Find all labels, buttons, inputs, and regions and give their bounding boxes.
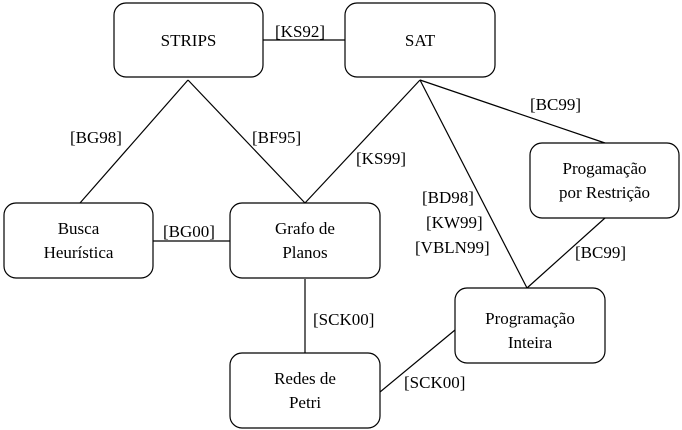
node-sat: SAT <box>344 2 496 78</box>
edge-label-ks99: [KS99] <box>356 149 406 168</box>
edge-restricao-inteira <box>526 217 606 289</box>
node-busca-heuristica: Busca Heurística <box>3 202 154 279</box>
edge-label-vbln99: [VBLN99] <box>415 238 490 257</box>
edge-label-bg98: [BG98] <box>70 128 122 147</box>
node-box <box>454 287 606 364</box>
node-programacao-inteira: Programação Inteira <box>454 287 606 364</box>
edge-label-bc99-top: [BC99] <box>530 95 581 114</box>
node-label-line-2: Petri <box>289 393 321 412</box>
edge-label-bf95: [BF95] <box>252 128 301 147</box>
node-box <box>229 352 381 429</box>
edge-labels: [KS92] [BG98] [BF95] [KS99] [BC99] [BD98… <box>70 22 626 392</box>
edge-label-ks92: [KS92] <box>275 22 325 41</box>
node-box <box>3 202 154 279</box>
node-label-line-1: Grafo de <box>275 219 335 238</box>
edges <box>79 39 606 393</box>
node-label-line-1: Progamação <box>562 159 646 178</box>
edge-strips-busca <box>79 79 189 204</box>
node-redes-de-petri: Redes de Petri <box>229 352 381 429</box>
node-label-line-2: Heurística <box>44 243 114 262</box>
edge-inteira-petri <box>379 329 456 393</box>
edge-label-sck00-left: [SCK00] <box>313 310 374 329</box>
node-label: SAT <box>405 31 436 50</box>
node-box <box>344 2 496 78</box>
node-label: STRIPS <box>161 31 217 50</box>
edge-label-kw99: [KW99] <box>426 213 483 232</box>
node-label-line-2: Planos <box>282 243 327 262</box>
node-box <box>229 202 381 279</box>
node-label-line-1: Programação <box>485 309 575 328</box>
node-box <box>529 142 680 219</box>
edge-sat-restricao <box>419 79 606 144</box>
edge-label-sck00-right: [SCK00] <box>404 373 465 392</box>
node-label-line-2: Inteira <box>508 333 553 352</box>
edge-label-bc99-bottom: [BC99] <box>575 243 626 262</box>
node-strips: STRIPS <box>113 2 264 78</box>
edge-sat-grafo <box>304 79 421 204</box>
node-label-line-2: por Restrição <box>559 183 650 202</box>
node-grafo-de-planos: Grafo de Planos <box>229 202 381 279</box>
edge-label-bd98: [BD98] <box>422 188 474 207</box>
node-programacao-restricao: Progamação por Restrição <box>529 142 680 219</box>
node-box <box>113 2 264 78</box>
node-label-line-1: Busca <box>58 219 100 238</box>
node-label-line-1: Redes de <box>274 369 336 388</box>
edge-sat-inteira <box>419 79 528 289</box>
edge-label-bg00: [BG00] <box>163 222 215 241</box>
edge-strips-grafo <box>187 79 306 204</box>
